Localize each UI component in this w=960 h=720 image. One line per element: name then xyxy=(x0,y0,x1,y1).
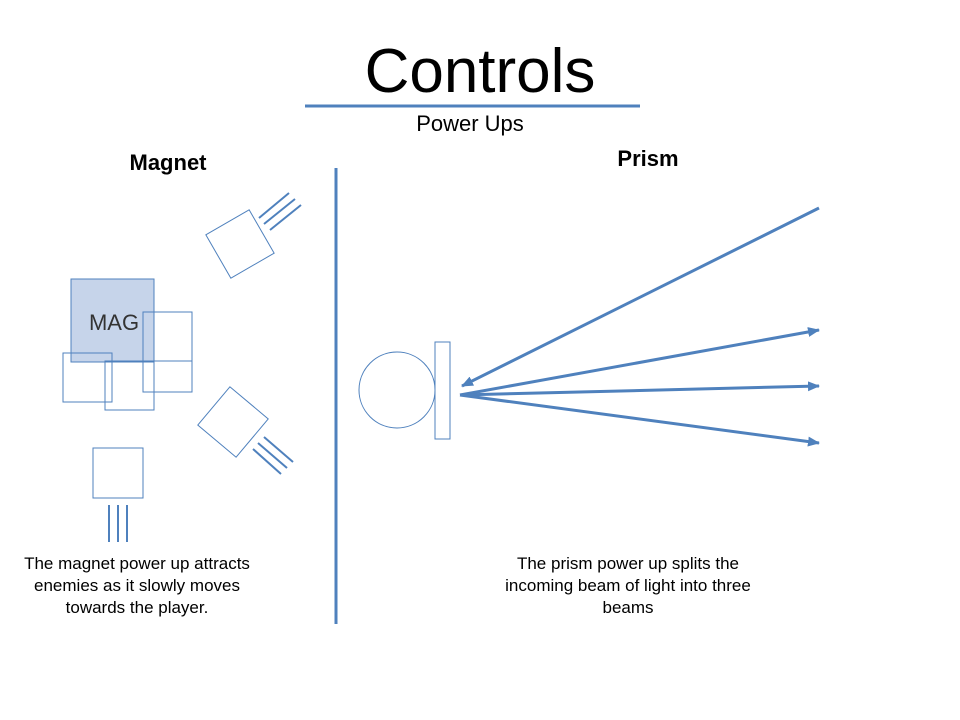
motion-lines-bottom xyxy=(252,436,294,475)
magnet-description: The magnet power up attracts enemies as … xyxy=(24,554,250,617)
split-beam-lower xyxy=(459,393,820,447)
incoming-beam xyxy=(461,206,820,388)
prism-block xyxy=(434,341,451,440)
magnet-illustration xyxy=(62,192,302,542)
enemy-incoming-top xyxy=(205,209,275,279)
enemy-incoming-below xyxy=(92,447,144,499)
motion-lines-below xyxy=(108,505,128,542)
player-ship xyxy=(358,351,436,429)
mag-block xyxy=(70,278,155,363)
enemy-incoming-bottom xyxy=(197,386,269,458)
split-beam-upper xyxy=(459,327,820,397)
enemy-square xyxy=(62,352,113,403)
motion-lines-top xyxy=(258,192,302,231)
enemy-square xyxy=(104,360,155,411)
prism-heading: Prism xyxy=(617,146,679,171)
page-subtitle: Power Ups xyxy=(416,111,524,136)
mag-block-label: MAG xyxy=(88,310,140,335)
split-beam-middle xyxy=(459,381,820,397)
prism-illustration xyxy=(358,206,820,447)
magnet-heading: Magnet xyxy=(129,150,207,175)
prism-description: The prism power up splits the incoming b… xyxy=(505,554,751,617)
page-title: Controls xyxy=(364,37,596,106)
enemy-square xyxy=(142,360,193,393)
